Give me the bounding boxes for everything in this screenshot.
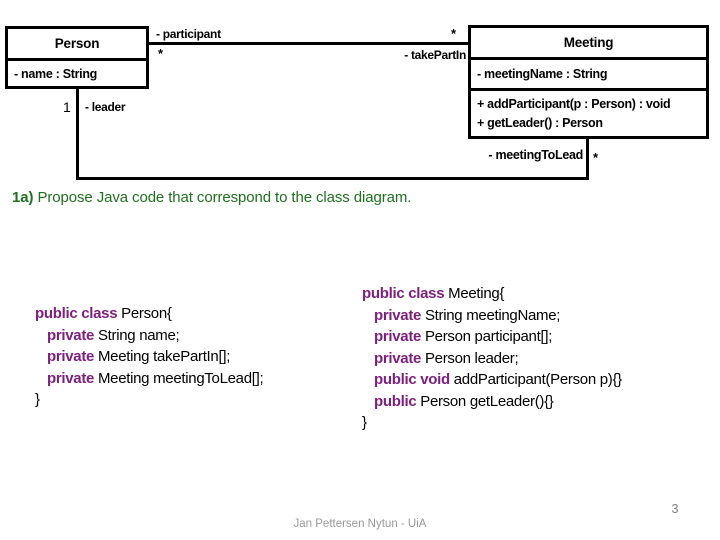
code-keyword: private [374, 306, 422, 324]
page-number: 3 [671, 502, 679, 516]
code-keyword: public [374, 392, 417, 410]
code-line: private String meetingName; [374, 306, 561, 324]
code-keyword: public class [35, 305, 118, 322]
code-line: } [35, 391, 40, 408]
role-label-leader: - leader [85, 100, 126, 114]
role-label-meetingtolead: - meetingToLead [488, 148, 583, 162]
person-code-block: public class Person{ private String name;… [35, 303, 264, 411]
code-keyword: private [374, 349, 422, 367]
multiplicity-star-person-end: * [158, 46, 164, 61]
code-keyword: public class [362, 285, 445, 302]
person-attribute: - name : String [14, 66, 98, 81]
meeting-operation: + addParticipant(p : Person) : void [477, 97, 671, 111]
code-line: public class Meeting{ [362, 285, 505, 302]
meeting-class-box: Meeting - meetingName : String + addPart… [468, 25, 709, 139]
meeting-operation: + getLeader() : Person [477, 116, 603, 130]
meeting-attribute: - meetingName : String [471, 60, 706, 91]
heading-text: Propose Java code that correspond to the… [33, 189, 412, 206]
code-line: private Person leader; [374, 349, 519, 367]
leader-association-line-vertical-person [76, 89, 79, 180]
leader-association-line-horizontal [76, 177, 589, 180]
meeting-operations: + addParticipant(p : Person) : void + ge… [471, 91, 706, 133]
code-line: private Meeting meetingToLead[]; [47, 369, 264, 387]
role-label-takepartin: - takePartIn [404, 48, 466, 62]
person-class-title: Person [8, 29, 146, 61]
multiplicity-star-meeting-end: * [451, 26, 457, 41]
heading-number: 1a) [12, 189, 34, 206]
code-keyword: private [47, 326, 95, 344]
code-line: private Person participant[]; [374, 328, 553, 345]
multiplicity-star-meetingtolead: * [593, 150, 599, 165]
code-keyword: private [47, 348, 95, 365]
code-keyword: public void [374, 371, 450, 388]
code-line: private Meeting takePartIn[]; [47, 348, 231, 365]
meeting-class-title: Meeting [471, 28, 706, 60]
code-keyword: private [47, 369, 95, 387]
exercise-heading: 1a) Propose Java code that correspond to… [12, 189, 652, 206]
footer-author: Jan Pettersen Nytun - UiA [293, 518, 427, 530]
meeting-code-block: public class Meeting{ private String meet… [362, 283, 622, 434]
participant-association-line [149, 42, 468, 45]
code-line: public class Person{ [35, 305, 172, 322]
person-class-box: Person - name : String [5, 26, 149, 89]
leader-association-line-vertical-meeting [586, 139, 589, 180]
code-line: } [362, 414, 367, 431]
code-keyword: private [374, 328, 422, 345]
role-label-participant: - participant [156, 27, 221, 41]
code-line: public void addParticipant(Person p){} [374, 371, 622, 388]
multiplicity-one-leader: 1 [63, 99, 71, 115]
code-line: private String name; [47, 326, 180, 344]
code-line: public Person getLeader(){} [374, 392, 554, 410]
